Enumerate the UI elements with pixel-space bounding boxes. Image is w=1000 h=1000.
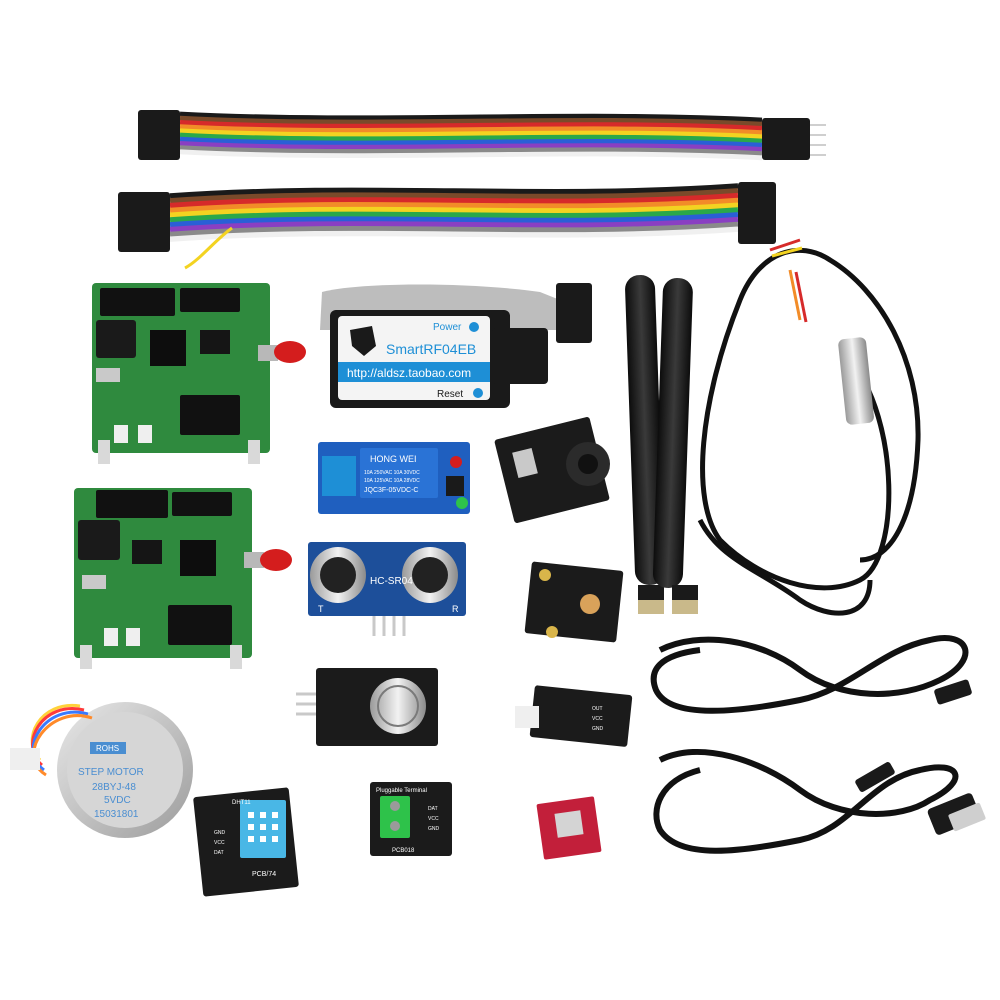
gas-sensor-module — [296, 668, 438, 746]
ultrasonic-t: T — [318, 604, 324, 614]
motor-model: 28BYJ-48 — [92, 782, 136, 793]
top-ribbon-wire-10 — [179, 149, 763, 161]
top-ribbon-wire-2 — [179, 115, 763, 127]
antenna-cap-red — [274, 341, 306, 363]
ultrasonic-r: R — [452, 604, 459, 614]
jumper-cable-top — [138, 110, 826, 161]
relay-line2: 10A 125VAC 10A 28VDC — [364, 478, 420, 484]
bottom-ribbon-wire-1 — [169, 183, 739, 199]
bottom-ribbon-wire-2 — [169, 188, 739, 204]
url-label: http://aldsz.taobao.com — [347, 366, 471, 380]
power-label: Power — [433, 322, 462, 333]
ultrasonic-sensor: HC-SR04 T R — [308, 542, 466, 636]
terminal-title: Pluggable Terminal — [376, 788, 427, 794]
bottom-ribbon-wire-4 — [169, 197, 739, 214]
dht11-module: DHT11 PCB/74 GND VCC DAT — [193, 787, 299, 897]
relay-brand: HONG WEI — [370, 454, 417, 464]
terminal-pin-2: VCC — [428, 816, 439, 822]
zigbee-board-bottom — [74, 488, 292, 669]
motor-title: STEP MOTOR — [78, 767, 144, 778]
motor-voltage: 5VDC — [104, 795, 131, 806]
dht-pin-2: VCC — [214, 840, 225, 846]
relay-line1: 10A 250VAC 10A 30VDC — [364, 470, 420, 476]
reset-label: Reset — [437, 389, 463, 400]
antenna-right — [652, 278, 698, 614]
light-sensor-module — [524, 561, 624, 643]
usb-cable-top — [650, 635, 972, 714]
dht-bottom-label: PCB/74 — [252, 871, 276, 878]
usb-cable-bottom — [653, 749, 986, 854]
temperature-probe — [697, 238, 921, 616]
top-ribbon-wire-6 — [179, 132, 763, 144]
signal-pin-1: OUT — [592, 706, 603, 712]
motor-serial: 15031801 — [94, 809, 139, 820]
jumper-cable-bottom — [118, 182, 776, 270]
dht-pin-1: GND — [214, 830, 226, 836]
relay-module: HONG WEI 10A 250VAC 10A 30VDC 10A 125VAC… — [318, 442, 470, 514]
relay-model: JQC3F-05VDC-C — [364, 487, 418, 494]
terminal-module: Pluggable Terminal PCB018 DAT VCC GND — [370, 782, 452, 856]
smartrf04eb-debugger: Power SmartRF04EB http://aldsz.taobao.co… — [320, 283, 592, 408]
bottom-ribbon-wire-10 — [169, 226, 739, 242]
dht-top-label: DHT11 — [232, 800, 251, 806]
top-ribbon-wire-8 — [179, 141, 763, 152]
signal-pin-3: GND — [592, 726, 604, 732]
top-ribbon-wire-9 — [179, 145, 763, 156]
top-ribbon-wire-1 — [179, 111, 763, 123]
model-label: SmartRF04EB — [386, 341, 476, 357]
top-ribbon-wire-3 — [179, 120, 763, 131]
top-ribbon-wire-4 — [179, 124, 763, 135]
terminal-pin-3: GND — [428, 826, 440, 832]
signal-pin-2: VCC — [592, 716, 603, 722]
bottom-ribbon-wire-8 — [169, 216, 739, 233]
antenna-left — [625, 275, 665, 614]
bottom-ribbon-wire-9 — [169, 221, 739, 238]
top-ribbon-wire-5 — [179, 128, 763, 140]
ti-logo-icon — [350, 326, 376, 356]
bottom-ribbon-wire-5 — [169, 202, 739, 218]
terminal-bottom-label: PCB018 — [392, 848, 415, 854]
bottom-ribbon-wire-6 — [169, 207, 739, 223]
signal-module: OUT VCC GND — [515, 685, 633, 747]
stepper-driver-board — [536, 796, 602, 860]
top-ribbon-wire-7 — [179, 136, 763, 148]
motor-badge: ROHS — [96, 744, 119, 753]
buzzer-module — [494, 417, 610, 523]
dht-pin-3: DAT — [214, 850, 224, 856]
ultrasonic-model: HC-SR04 — [370, 576, 413, 587]
bottom-ribbon-wire-7 — [169, 212, 739, 228]
bottom-ribbon-wire-3 — [169, 192, 739, 209]
terminal-pin-1: DAT — [428, 806, 438, 812]
zigbee-board-top — [92, 283, 306, 464]
stepper-motor: ROHS STEP MOTOR 28BYJ-48 5VDC 15031801 — [10, 702, 193, 838]
